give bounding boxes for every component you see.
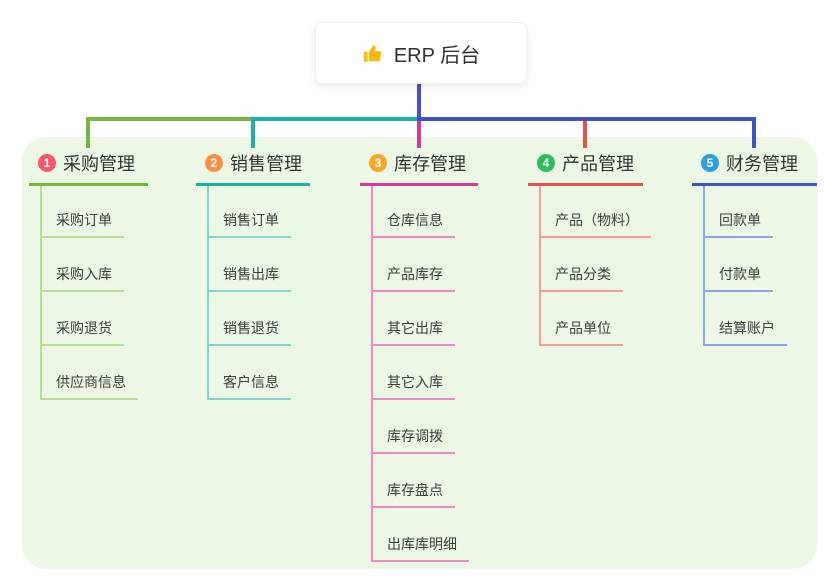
child-node[interactable]: 供应商信息 — [42, 346, 138, 400]
branch-title-node[interactable]: 5 财务管理 — [692, 148, 817, 186]
branch-label: 库存管理 — [394, 154, 466, 174]
root-node[interactable]: ERP 后台 — [315, 22, 527, 84]
branch-1: 1 采购管理 采购订单采购入库采购退货供应商信息 — [29, 148, 148, 400]
child-node[interactable]: 采购入库 — [42, 238, 124, 292]
branch-5: 5 财务管理 回款单付款单结算账户 — [692, 148, 817, 346]
root-title: ERP 后台 — [393, 44, 481, 67]
branch-label: 财务管理 — [726, 154, 798, 174]
child-node[interactable]: 采购订单 — [42, 186, 124, 238]
branch-children: 采购订单采购入库采购退货供应商信息 — [40, 186, 138, 400]
thumbs-up-icon — [362, 42, 384, 64]
branch-children: 仓库信息产品库存其它出库其它入库库存调拨库存盘点出库库明细 — [371, 186, 469, 562]
branch-label: 采购管理 — [63, 154, 135, 174]
branch-number-badge: 1 — [38, 154, 56, 172]
child-node[interactable]: 销售订单 — [209, 186, 291, 238]
branch1-drop-line — [86, 119, 90, 148]
branch-number-badge: 3 — [369, 154, 387, 172]
branch-title-node[interactable]: 3 库存管理 — [360, 148, 478, 186]
branch-children: 销售订单销售出库销售退货客户信息 — [207, 186, 291, 400]
child-node[interactable]: 销售退货 — [209, 292, 291, 346]
child-node[interactable]: 销售出库 — [209, 238, 291, 292]
connector-mid-segment — [251, 117, 421, 121]
branch-2: 2 销售管理 销售订单销售出库销售退货客户信息 — [196, 148, 310, 400]
branch5-drop-line — [752, 119, 756, 148]
branch-title-node[interactable]: 2 销售管理 — [196, 148, 310, 186]
child-node[interactable]: 其它出库 — [373, 292, 455, 346]
branch-label: 产品管理 — [562, 154, 634, 174]
child-node[interactable]: 仓库信息 — [373, 186, 455, 238]
child-node[interactable]: 客户信息 — [209, 346, 291, 400]
connector-right-segment — [417, 117, 756, 121]
branch-label: 销售管理 — [230, 154, 302, 174]
connector-left-segment — [86, 117, 255, 121]
child-node[interactable]: 结算账户 — [705, 292, 787, 346]
branch4-drop-line — [583, 119, 587, 148]
child-node[interactable]: 采购退货 — [42, 292, 124, 346]
child-node[interactable]: 产品库存 — [373, 238, 455, 292]
branch-children: 产品（物料）产品分类产品单位 — [539, 186, 651, 346]
child-node[interactable]: 库存盘点 — [373, 454, 455, 508]
child-node[interactable]: 产品单位 — [541, 292, 623, 346]
branch-number-badge: 5 — [701, 154, 719, 172]
root-connector-line — [417, 82, 421, 121]
child-node[interactable]: 其它入库 — [373, 346, 455, 400]
child-node[interactable]: 库存调拨 — [373, 400, 455, 454]
branch3-drop-line — [417, 119, 421, 148]
child-node[interactable]: 出库库明细 — [373, 508, 469, 562]
child-node[interactable]: 产品（物料） — [541, 186, 651, 238]
branches-panel — [22, 137, 817, 569]
branch-number-badge: 4 — [537, 154, 555, 172]
child-node[interactable]: 回款单 — [705, 186, 773, 238]
branch-number-badge: 2 — [205, 154, 223, 172]
branch-title-node[interactable]: 1 采购管理 — [29, 148, 148, 186]
branch2-drop-line — [251, 119, 255, 148]
branch-3: 3 库存管理 仓库信息产品库存其它出库其它入库库存调拨库存盘点出库库明细 — [360, 148, 478, 562]
branch-title-node[interactable]: 4 产品管理 — [528, 148, 643, 186]
branch-4: 4 产品管理 产品（物料）产品分类产品单位 — [528, 148, 651, 346]
branch-children: 回款单付款单结算账户 — [703, 186, 787, 346]
child-node[interactable]: 产品分类 — [541, 238, 623, 292]
child-node[interactable]: 付款单 — [705, 238, 773, 292]
